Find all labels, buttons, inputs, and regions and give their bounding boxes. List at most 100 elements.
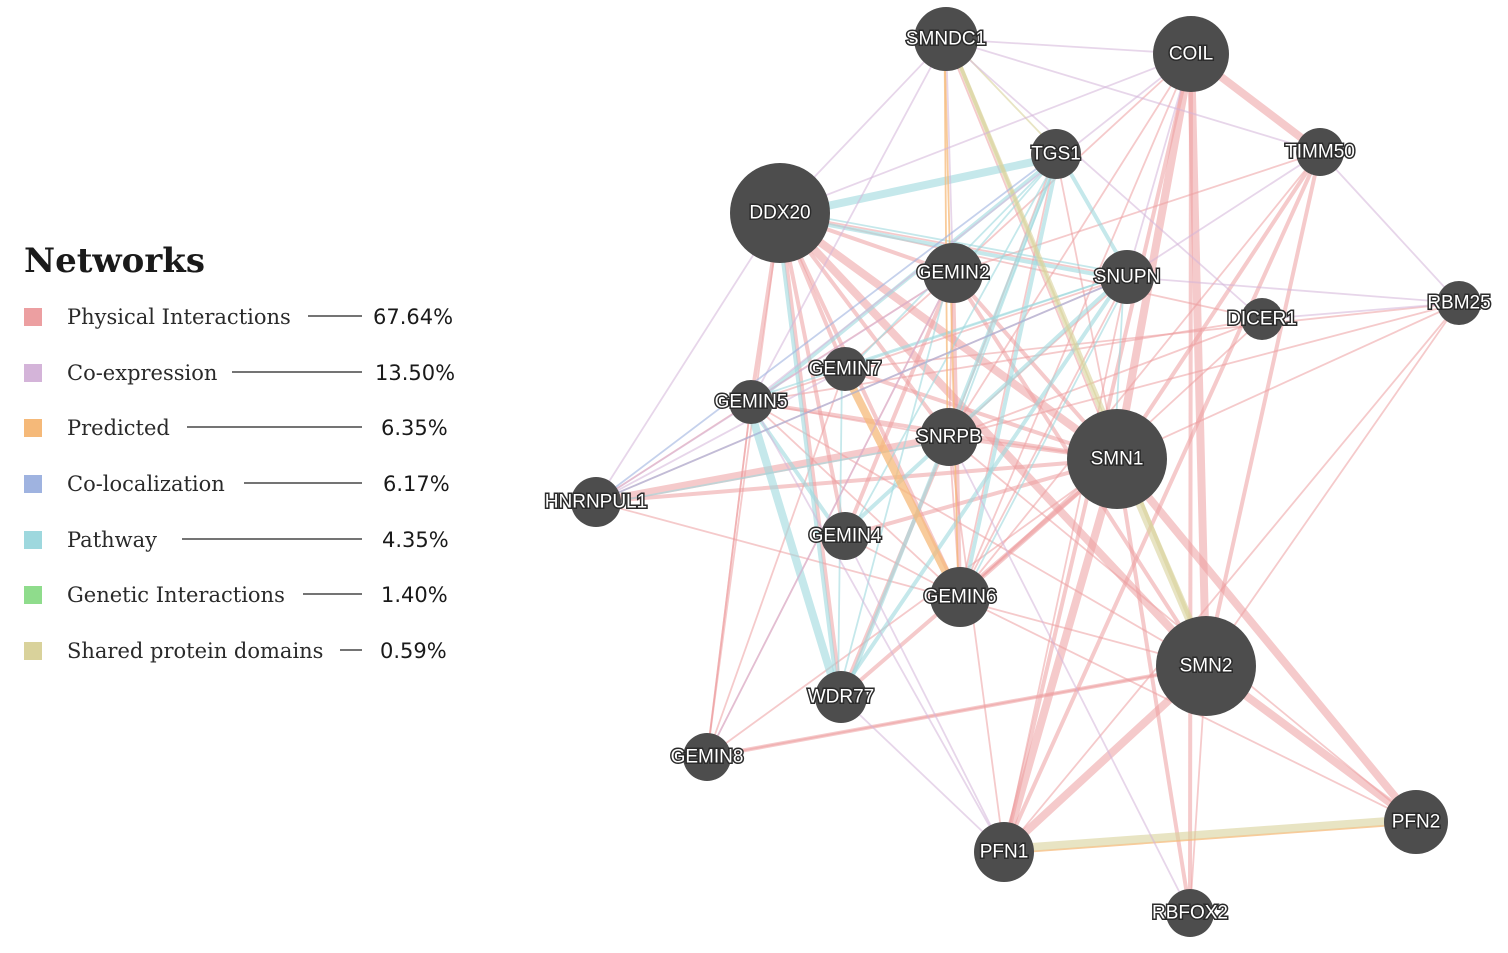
edge-coexp-smndc1-coil xyxy=(945,38,1192,55)
node-label: SMN2 xyxy=(1180,656,1233,677)
edge-coexp-coil-gemin5 xyxy=(750,53,1192,403)
gene-circle xyxy=(1100,250,1154,304)
edge-physical-snrpb-pfn1 xyxy=(948,436,1005,853)
edge-physical-gemin8-gemin5 xyxy=(706,401,752,758)
node-gemin8[interactable]: GEMIN8 xyxy=(669,733,745,781)
edge-coexp-snrpb-rbfox2 xyxy=(948,436,1191,914)
legend-label: Predicted xyxy=(67,416,170,440)
edge-coexp-smndc1-gemin2 xyxy=(945,38,954,274)
edge-predicted-smndc1-gemin6 xyxy=(943,38,960,598)
legend: Networks Physical Interactions 67.64% Co-e… xyxy=(24,241,455,663)
node-gemin6[interactable]: GEMIN6 xyxy=(922,567,998,627)
legend-swatch xyxy=(24,364,42,382)
edge-physical-smn2-timm50 xyxy=(1204,150,1322,668)
edge-pathway-snupn-gemin7 xyxy=(843,273,1127,368)
node-gemin2[interactable]: GEMIN2 xyxy=(915,243,991,303)
node-label: GEMIN7 xyxy=(809,359,882,380)
legend-swatch xyxy=(24,308,42,326)
edge-pathway-gemin6-tgs1 xyxy=(960,152,1061,600)
node-snrpb[interactable]: SNRPB xyxy=(915,408,983,466)
legend-swatch xyxy=(24,586,42,604)
gene-circle xyxy=(815,671,867,723)
node-label: PFN1 xyxy=(980,842,1029,863)
edge-coexp-gemin4-pfn1 xyxy=(844,535,1005,853)
node-label: SNRPB xyxy=(916,427,981,448)
edge-physical-smn1-timm50 xyxy=(1115,150,1322,461)
node-ddx20[interactable]: DDX20 xyxy=(730,163,830,263)
legend-title: Networks xyxy=(24,241,205,281)
gene-circle xyxy=(729,380,773,424)
node-rbm25[interactable]: RBM25 xyxy=(1426,281,1492,325)
node-smndc1[interactable]: SMNDC1 xyxy=(904,7,988,71)
edge-physical-smn2-rbm25 xyxy=(1205,302,1460,667)
node-smn1[interactable]: SMN1 xyxy=(1067,409,1167,509)
edge-coexp-coil-snupn xyxy=(1126,53,1192,278)
edge-physical-ddx20-gemin8 xyxy=(706,212,781,758)
edge-pathway-ddx20-wdr77 xyxy=(775,211,841,700)
node-pfn2[interactable]: PFN2 xyxy=(1384,790,1448,854)
edge-coexp-smndc1-dicer1 xyxy=(945,38,1263,320)
edge-coexp-hnrnpul1-gemin2 xyxy=(595,272,954,503)
edge-coexp-gemin8-gemin2 xyxy=(706,272,954,758)
edge-coexp-gemin5-pfn1 xyxy=(750,401,1005,853)
node-gemin7[interactable]: GEMIN7 xyxy=(807,347,883,391)
node-gemin4[interactable]: GEMIN4 xyxy=(807,512,883,560)
edge-physical-smn1-pfn2 xyxy=(1113,455,1420,826)
node-timm50[interactable]: TIMM50 xyxy=(1284,128,1356,176)
edge-pathway-snrpb-tgs1 xyxy=(950,154,1060,439)
node-wdr77[interactable]: WDR77 xyxy=(806,671,876,723)
legend-percent: 0.59% xyxy=(380,639,447,663)
edge-physical-smn1-gemin8 xyxy=(706,458,1118,758)
edge-predicted-gemin7-gemin6 xyxy=(839,365,963,602)
edge-physical-gemin8-smn2 xyxy=(705,664,1208,759)
gene-circle xyxy=(920,408,978,466)
gene-circle xyxy=(1296,128,1344,176)
node-label: GEMIN2 xyxy=(917,263,990,284)
node-pfn1[interactable]: PFN1 xyxy=(974,822,1034,882)
edge-physical-smn1-coil xyxy=(1113,50,1195,463)
edge-physical-rbm25-snrpb xyxy=(948,302,1460,438)
node-coil[interactable]: COIL xyxy=(1153,16,1229,92)
node-tgs1[interactable]: TGS1 xyxy=(1030,129,1082,179)
node-label: PFN2 xyxy=(1392,812,1441,833)
node-snupn[interactable]: SNUPN xyxy=(1092,250,1162,304)
node-label: SMN1 xyxy=(1091,449,1144,470)
edge-physical-gemin7-gemin8 xyxy=(706,368,846,758)
gene-circle xyxy=(930,567,990,627)
edge-physical-tgs1-gemin6 xyxy=(959,153,1057,598)
edge-physical-smn1-hnrnpul1 xyxy=(594,457,1119,504)
node-label: RBM25 xyxy=(1427,293,1490,314)
node-label: DICER1 xyxy=(1227,309,1297,330)
edge-pathway-gemin2-wdr77 xyxy=(837,271,951,698)
node-label: DDX20 xyxy=(749,203,810,224)
gene-circle xyxy=(730,163,830,263)
node-label: SMNDC1 xyxy=(906,29,986,50)
legend-percent: 67.64% xyxy=(373,305,453,329)
edge-coexp-hnrnpul1-ddx20 xyxy=(595,212,781,503)
edge-physical-timm50-pfn1 xyxy=(1002,150,1322,854)
node-gemin5[interactable]: GEMIN5 xyxy=(713,380,789,424)
edge-physical-timm50-gemin6 xyxy=(959,151,1321,598)
gene-circle xyxy=(1031,129,1081,179)
node-smn2[interactable]: SMN2 xyxy=(1156,616,1256,716)
node-label: GEMIN4 xyxy=(809,526,882,547)
gene-circle xyxy=(821,512,869,560)
edge-physical-gemin2-gemin4 xyxy=(843,271,955,538)
edge-physical-gemin5-snrpb xyxy=(750,401,950,438)
node-label: TGS1 xyxy=(1031,144,1081,165)
legend-percent: 6.17% xyxy=(383,472,450,496)
node-hnrnpul1[interactable]: HNRNPUL1 xyxy=(543,477,649,527)
node-dicer1[interactable]: DICER1 xyxy=(1226,298,1298,340)
legend-swatch xyxy=(24,531,42,549)
edge-pathway-gemin6-snupn xyxy=(961,277,1131,600)
gene-circle xyxy=(1437,281,1481,325)
node-rbfox2[interactable]: RBFOX2 xyxy=(1150,889,1230,937)
edge-physical-rbm25-pfn1 xyxy=(1003,302,1460,853)
node-label: WDR77 xyxy=(808,687,875,708)
legend-label: Physical Interactions xyxy=(67,305,291,329)
